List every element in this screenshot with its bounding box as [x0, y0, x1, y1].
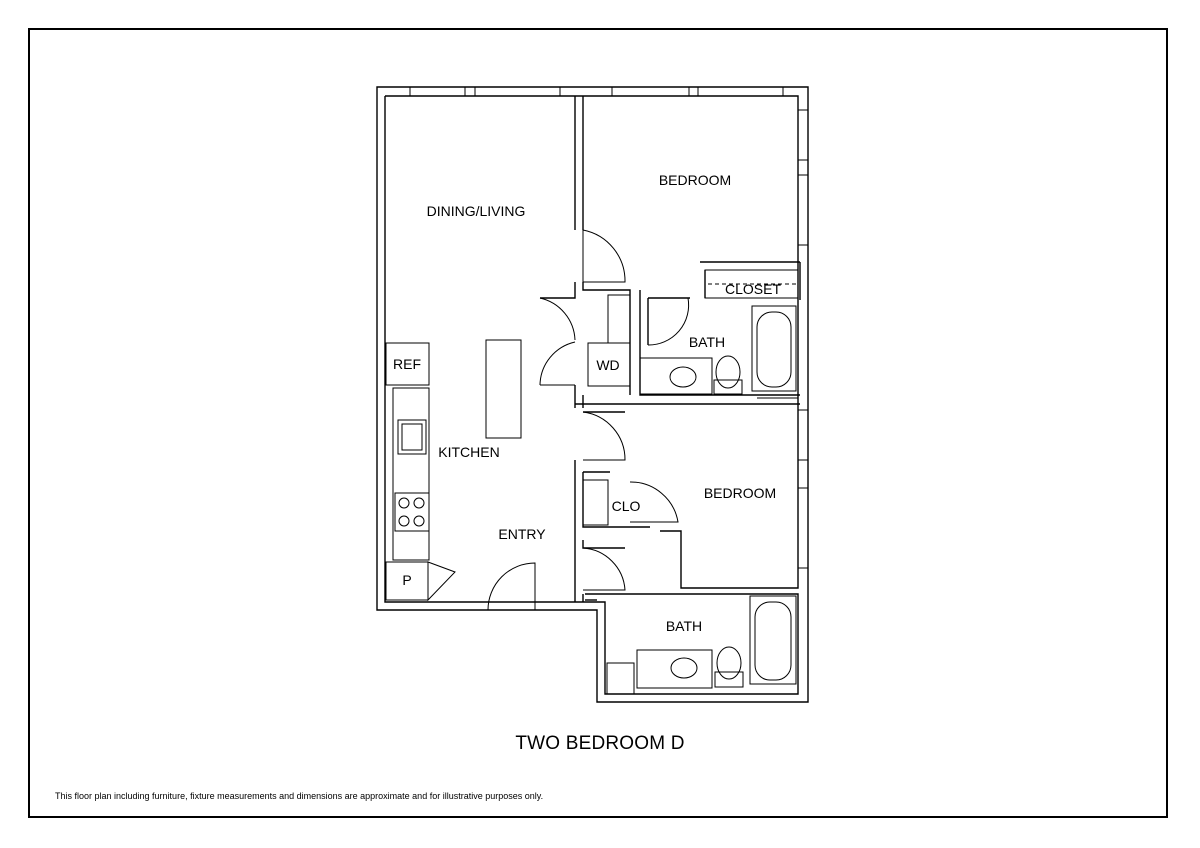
- fridge-icon: [385, 342, 430, 386]
- label-dining-living: DINING/LIVING: [427, 203, 526, 219]
- page-border: [28, 28, 1168, 818]
- label-closet: CLOSET: [725, 281, 781, 297]
- kitchen-fixtures: [385, 339, 522, 601]
- vanity-icon: [639, 357, 713, 395]
- bathtub-icon: [749, 595, 797, 685]
- label-bedroom-1: BEDROOM: [659, 172, 731, 188]
- stove-icon: [394, 492, 430, 532]
- bath-2-fixtures: [606, 595, 797, 695]
- label-bath-2: BATH: [666, 618, 702, 634]
- windows-top: [409, 86, 809, 569]
- clo-fixtures: [582, 479, 609, 526]
- toilet-icon: [716, 646, 742, 680]
- label-kitchen: KITCHEN: [438, 444, 499, 460]
- kitchen-island: [485, 339, 522, 439]
- sink-icon: [670, 657, 698, 679]
- laundry-fixtures: [587, 294, 631, 387]
- bath-1-fixtures: [639, 305, 798, 399]
- label-refrigerator: REF: [393, 356, 421, 372]
- label-clo: CLO: [612, 498, 641, 514]
- vanity-icon: [636, 649, 713, 689]
- closet-fixtures: [704, 269, 799, 299]
- label-bedroom-2: BEDROOM: [704, 485, 776, 501]
- toilet-icon: [715, 355, 741, 389]
- label-washer-dryer: WD: [596, 357, 619, 373]
- bathtub-icon: [751, 305, 797, 392]
- sink-icon: [397, 419, 427, 455]
- label-bath-1: BATH: [689, 334, 725, 350]
- sink-icon: [669, 366, 697, 388]
- label-pantry: P: [402, 572, 411, 588]
- pantry: [385, 561, 429, 601]
- plan-title: TWO BEDROOM D: [515, 733, 685, 754]
- doors: [427, 229, 690, 611]
- label-entry: ENTRY: [498, 526, 546, 542]
- disclaimer-text: This floor plan including furniture, fix…: [55, 791, 544, 801]
